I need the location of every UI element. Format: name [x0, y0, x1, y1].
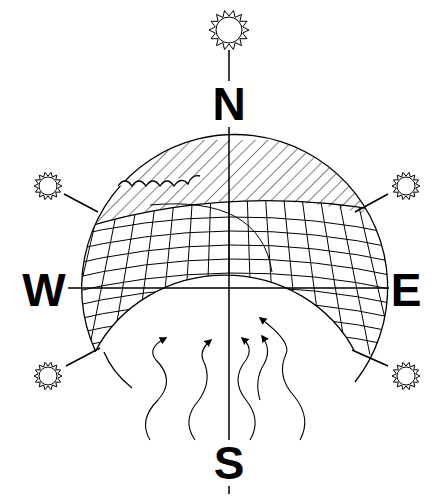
- grid-line: [60, 301, 400, 323]
- grid-line: [60, 287, 400, 309]
- grid-line: [60, 329, 400, 351]
- grid-line: [301, 190, 325, 370]
- grid-line: [157, 190, 175, 370]
- sun-disc: [397, 177, 415, 195]
- sun-symbols: [34, 11, 420, 390]
- compass-letter: E: [389, 267, 424, 313]
- lower-arc: [104, 352, 132, 388]
- grid-line: [247, 190, 253, 370]
- compass-letter: S: [212, 440, 247, 486]
- sun-rays: [392, 362, 420, 389]
- cloud: [118, 176, 200, 186]
- axes: [62, 50, 392, 494]
- sun-rays: [34, 172, 62, 199]
- inner-thin-arc: [150, 204, 272, 272]
- grid-line: [60, 259, 400, 281]
- grid-line: [85, 190, 121, 370]
- grid-line: [13, 190, 67, 370]
- diagonal-hatch: [60, 130, 400, 240]
- wind-arrows: [146, 318, 305, 440]
- sun-disc: [39, 177, 57, 195]
- compass-letter: N: [210, 81, 247, 127]
- sun-disc: [216, 17, 242, 43]
- inner-arc: [95, 275, 355, 352]
- grid-line: [337, 190, 373, 370]
- grid-line: [265, 190, 277, 370]
- sun-rays: [209, 11, 249, 50]
- sun-rays: [392, 172, 420, 199]
- sun-disc: [39, 367, 57, 385]
- grid-line: [319, 190, 349, 370]
- grid-line: [60, 273, 400, 295]
- compass-letter: W: [20, 267, 67, 313]
- grid-line: [283, 190, 301, 370]
- sun-rays: [34, 362, 62, 389]
- sun-disc: [397, 367, 415, 385]
- grid-line: [60, 315, 400, 337]
- grid-line: [133, 190, 157, 370]
